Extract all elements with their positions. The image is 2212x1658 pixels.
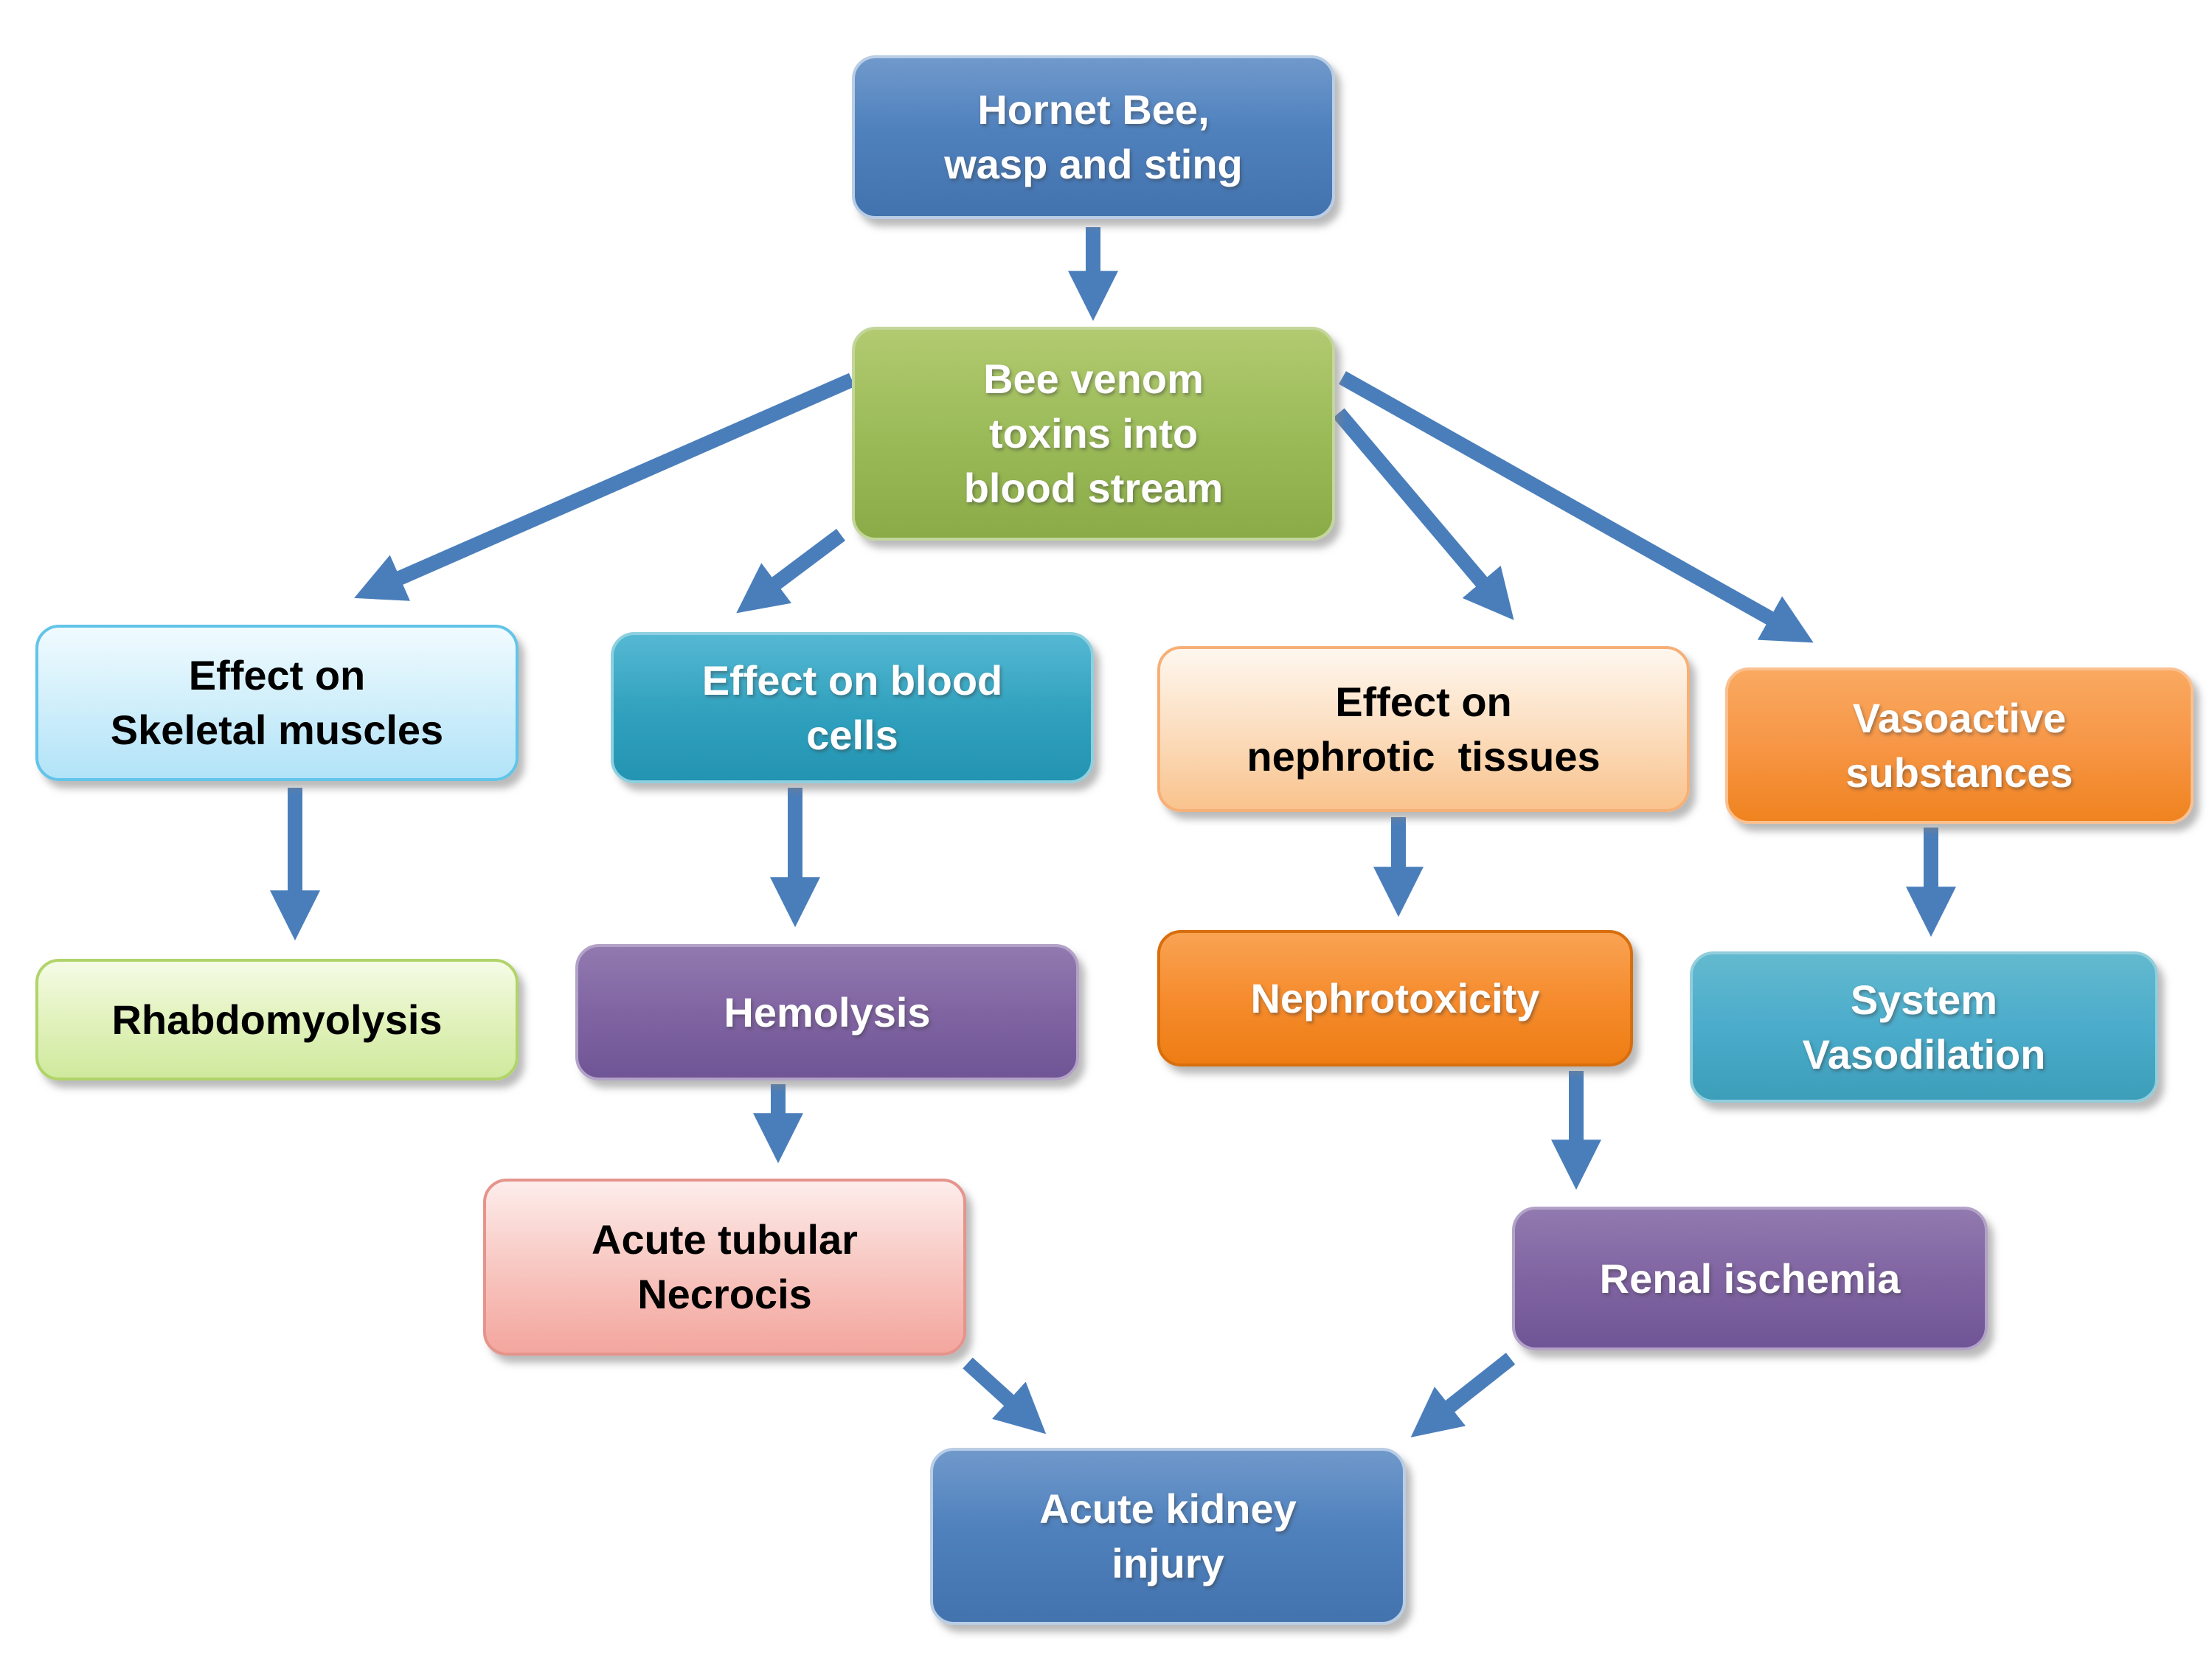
node-nephrotoxicity: Nephrotoxicity — [1157, 930, 1633, 1066]
arrow-bee-venom-to-blood-cells — [736, 529, 845, 614]
node-acute-kidney-injury-label: Acute kidney injury — [1039, 1485, 1297, 1586]
node-renal-ischemia-label: Renal ischemia — [1599, 1255, 1901, 1302]
node-vasoactive-substances: Vasoactive substances — [1725, 667, 2194, 824]
node-renal-ischemia: Renal ischemia — [1512, 1207, 1988, 1350]
arrow-bee-venom-to-skeletal — [354, 372, 856, 601]
node-nephrotic-label: Effect on nephrotic tissues — [1247, 678, 1601, 780]
arrow-renal-ischemia-to-aki — [1410, 1353, 1516, 1437]
node-blood-cells-label: Effect on blood cells — [701, 656, 1003, 758]
node-effect-nephrotic-tissues: Effect on nephrotic tissues — [1157, 646, 1690, 812]
node-system-vasodilation-label: System Vasodilation — [1802, 976, 2046, 1078]
node-acute-tubular-necrosis: Acute tubular Necrocis — [483, 1179, 966, 1356]
node-vasoactive-label: Vasoactive substances — [1845, 695, 2073, 796]
node-rhabdomyolysis-label: Rhabdomyolysis — [111, 996, 443, 1043]
node-hemolysis-label: Hemolysis — [724, 988, 931, 1036]
node-acute-tubular-necrosis-label: Acute tubular Necrocis — [592, 1216, 858, 1317]
node-hornet-label: Hornet Bee, wasp and sting — [944, 86, 1243, 187]
node-acute-kidney-injury: Acute kidney injury — [930, 1448, 1406, 1625]
node-rhabdomyolysis: Rhabdomyolysis — [35, 959, 519, 1081]
node-hornet-bee-wasp-sting: Hornet Bee, wasp and sting — [852, 55, 1335, 219]
node-bee-venom-toxins: Bee venom toxins into blood stream — [852, 327, 1335, 541]
node-hemolysis: Hemolysis — [575, 944, 1079, 1081]
node-nephrotoxicity-label: Nephrotoxicity — [1250, 974, 1540, 1021]
node-effect-skeletal-muscles: Effect on Skeletal muscles — [35, 625, 519, 781]
node-effect-blood-cells: Effect on blood cells — [611, 632, 1094, 783]
arrow-bee-venom-to-nephrotic — [1333, 408, 1514, 620]
node-bee-venom-label: Bee venom toxins into blood stream — [963, 355, 1224, 511]
node-system-vasodilation: System Vasodilation — [1690, 951, 2158, 1103]
arrow-bee-venom-to-vasoactive — [1339, 371, 1814, 643]
node-skeletal-label: Effect on Skeletal muscles — [110, 652, 444, 753]
arrow-acute-tubular-necrosis-to-aki — [963, 1357, 1047, 1435]
